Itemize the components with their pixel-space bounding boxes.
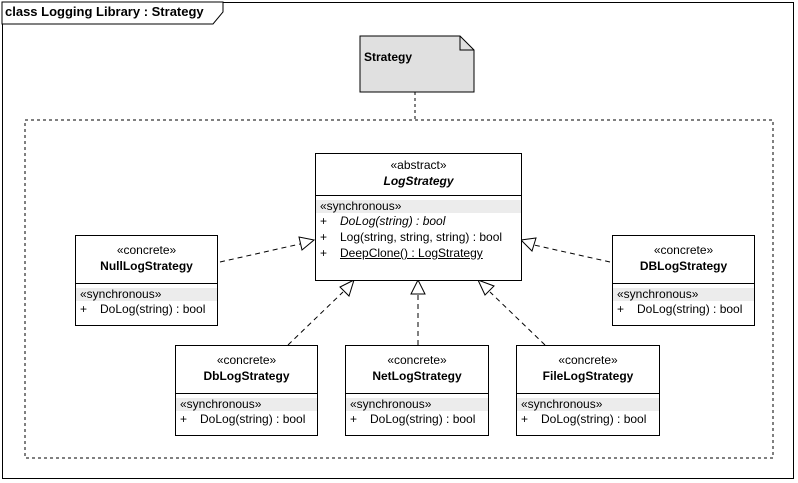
note-shape [359, 35, 475, 93]
arrow-netlog [410, 278, 426, 295]
link-dblog-bottom [287, 291, 344, 346]
operation-signature: DoLog(string) : bool [340, 214, 446, 228]
class-header: «concrete» DbLogStrategy [176, 346, 317, 394]
operation-row: + DoLog(string) : bool [346, 411, 488, 427]
package-boundary [24, 119, 774, 459]
operations-compartment: «synchronous» + DoLog(string) : bool [517, 394, 659, 427]
class-name: NetLogStrategy [372, 369, 462, 383]
operation-signature: Log(string, string, string) : bool [340, 230, 503, 244]
arrow-filelog [477, 279, 495, 296]
class-header: «concrete» DBLogStrategy [613, 236, 754, 284]
operation-row: + DeepClone() : LogStrategy [316, 245, 521, 261]
operations-compartment: «synchronous» + DoLog(string) : bool + Log… [316, 196, 521, 261]
visibility-marker: + [180, 412, 188, 426]
class-header: «concrete» FileLogStrategy [517, 346, 659, 394]
class-name: LogStrategy [383, 174, 454, 188]
arrow-dblog-bottom [339, 279, 355, 297]
operations-compartment: «synchronous» + DoLog(string) : bool [76, 284, 217, 317]
frame-tab-shape [1, 1, 224, 25]
operation-row: + DoLog(string) : bool [517, 411, 659, 427]
visibility-marker: + [350, 412, 358, 426]
stereotype-label: «abstract» [390, 158, 447, 172]
operation-group-label: «synchronous» [76, 288, 217, 301]
stereotype-label: «concrete» [653, 243, 714, 257]
class-logstrategy[interactable]: «abstract» LogStrategy «synchronous» + Do… [315, 153, 522, 281]
operation-group-label: «synchronous» [176, 398, 317, 411]
stereotype-label: «concrete» [116, 243, 177, 257]
operation-signature: DoLog(string) : bool [200, 412, 306, 426]
operation-row: + DoLog(string) : bool [176, 411, 317, 427]
stereotype-label: «concrete» [387, 353, 447, 367]
class-dblogstrategy-right[interactable]: «concrete» DBLogStrategy «synchronous» +… [612, 235, 755, 326]
operation-row: + DoLog(string) : bool [316, 213, 521, 229]
note-strategy-label: Strategy [364, 50, 413, 64]
operation-signature: DoLog(string) : bool [100, 302, 206, 316]
operation-group-label: «synchronous» [613, 288, 754, 301]
class-name: DbLogStrategy [203, 369, 290, 383]
class-name: DBLogStrategy [639, 259, 728, 273]
visibility-marker: + [80, 302, 88, 316]
stereotype-label: «concrete» [558, 353, 618, 367]
operations-compartment: «synchronous» + DoLog(string) : bool [613, 284, 754, 317]
visibility-marker: + [320, 246, 328, 260]
frame-title: class Logging Library : Strategy [5, 4, 204, 19]
class-dblogstrategy-bottom[interactable]: «concrete» DbLogStrategy «synchronous» +… [175, 345, 318, 436]
class-filelogstrategy[interactable]: «concrete» FileLogStrategy «synchronous»… [516, 345, 660, 436]
visibility-marker: + [521, 412, 529, 426]
arrow-nulllog [298, 236, 316, 251]
visibility-marker: + [320, 230, 328, 244]
operation-signature: DoLog(string) : bool [541, 412, 647, 426]
class-name: FileLogStrategy [542, 369, 634, 383]
visibility-marker: + [617, 302, 625, 316]
class-nulllogstrategy[interactable]: «concrete» NullLogStrategy «synchronous»… [75, 235, 218, 326]
operation-row: + DoLog(string) : bool [613, 301, 754, 317]
link-nulllog [219, 243, 301, 263]
operations-compartment: «synchronous» + DoLog(string) : bool [346, 394, 488, 427]
class-header: «abstract» LogStrategy [316, 154, 521, 196]
operation-group-label: «synchronous» [316, 200, 521, 213]
stereotype-label: «concrete» [216, 353, 277, 367]
arrow-dblog-right [519, 237, 537, 252]
link-dblog-right [533, 244, 611, 263]
operation-row: + DoLog(string) : bool [76, 301, 217, 317]
operation-signature: DeepClone() : LogStrategy [340, 246, 483, 260]
class-netlogstrategy[interactable]: «concrete» NetLogStrategy «synchronous» … [345, 345, 489, 436]
operation-signature: DoLog(string) : bool [370, 412, 476, 426]
operations-compartment: «synchronous» + DoLog(string) : bool [176, 394, 317, 427]
class-header: «concrete» NetLogStrategy [346, 346, 488, 394]
class-header: «concrete» NullLogStrategy [76, 236, 217, 284]
operation-signature: DoLog(string) : bool [637, 302, 743, 316]
class-name: NullLogStrategy [100, 259, 193, 273]
visibility-marker: + [320, 214, 328, 228]
operation-group-label: «synchronous» [346, 398, 488, 411]
link-filelog [489, 291, 546, 346]
operation-group-label: «synchronous» [517, 398, 659, 411]
note-fold [459, 36, 474, 51]
operation-row: + Log(string, string, string) : bool [316, 229, 521, 245]
